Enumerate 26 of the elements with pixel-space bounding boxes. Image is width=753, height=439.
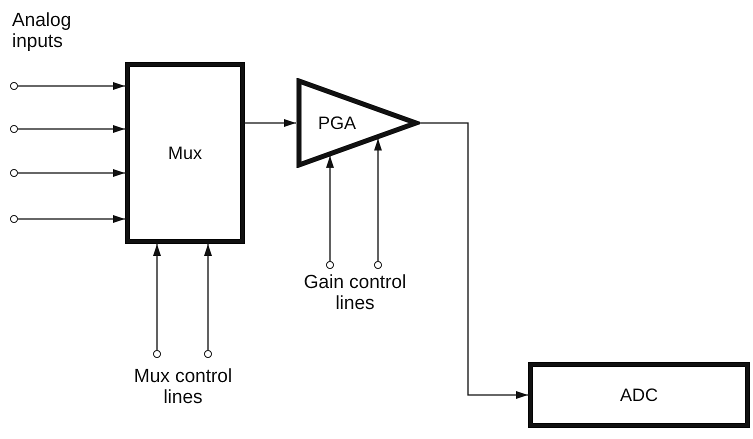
terminal-circle bbox=[153, 350, 161, 358]
arrow bbox=[18, 125, 125, 133]
caption-text: Mux control lines bbox=[132, 366, 234, 408]
block-label: PGA bbox=[318, 112, 356, 134]
arrow bbox=[326, 156, 334, 261]
block-label: Mux bbox=[168, 142, 202, 164]
arrow bbox=[245, 119, 296, 127]
block-box bbox=[125, 62, 245, 244]
arrow bbox=[18, 82, 125, 90]
terminal-circle bbox=[374, 261, 382, 269]
terminal-circle bbox=[10, 125, 18, 133]
arrow bbox=[204, 244, 212, 350]
terminal-circle bbox=[326, 261, 334, 269]
amplifier-triangle bbox=[296, 78, 420, 168]
terminal-circle bbox=[10, 82, 18, 90]
arrow bbox=[18, 169, 125, 177]
block-label: ADC bbox=[620, 384, 658, 406]
arrow bbox=[374, 138, 382, 261]
terminal-circle bbox=[204, 350, 212, 358]
caption-text: Gain control lines bbox=[302, 272, 408, 314]
block-box bbox=[528, 362, 750, 428]
caption-text: Analog inputs bbox=[12, 10, 72, 52]
terminal-circle bbox=[10, 169, 18, 177]
arrow bbox=[18, 215, 125, 223]
arrow bbox=[153, 244, 161, 350]
terminal-circle bbox=[10, 215, 18, 223]
